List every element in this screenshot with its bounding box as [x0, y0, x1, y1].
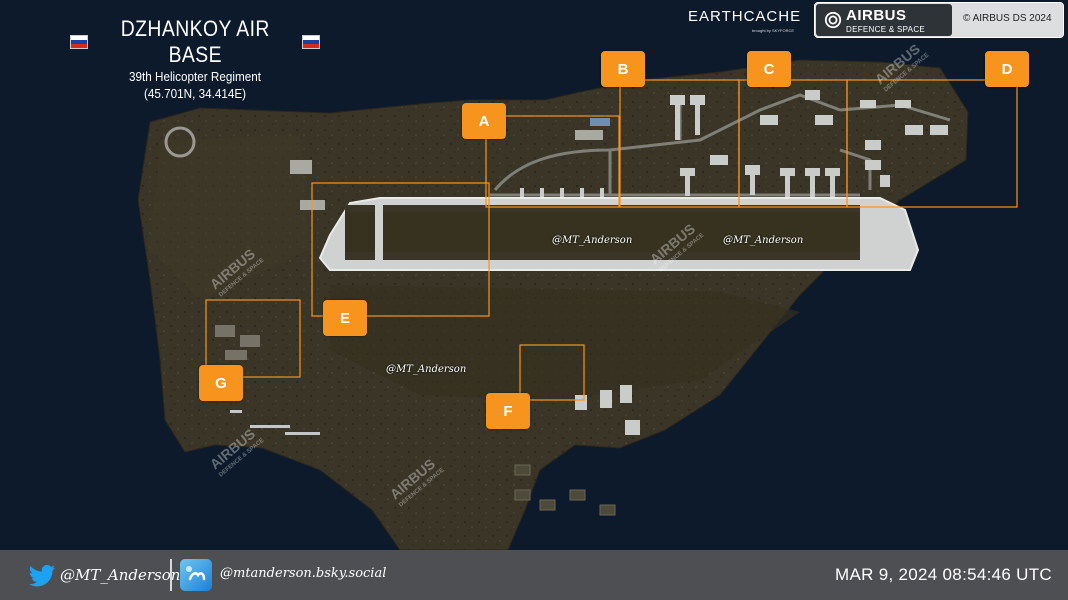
- frame-e: [311, 182, 490, 317]
- label-c: C: [747, 51, 791, 87]
- airbus-logo: AIRBUS DEFENCE & SPACE: [816, 4, 952, 36]
- satellite-image: AIRBUS DEFENCE & SPACE AIRBUS DEFENCE & …: [70, 2, 1064, 550]
- earthcache-tagline: brought by SKYFORCE: [752, 28, 795, 33]
- earthcache-logo: EARTHCACHE brought by SKYFORCE: [688, 8, 802, 33]
- bluesky-icon: [180, 559, 212, 591]
- map-subtitle: 39th Helicopter Regiment: [128, 69, 262, 84]
- map-coordinates: (45.701N, 34.414E): [143, 86, 247, 101]
- capture-timestamp: MAR 9, 2024 08:54:46 UTC: [835, 565, 1052, 584]
- earthcache-name: EARTHCACHE: [688, 8, 802, 25]
- label-a: A: [462, 103, 506, 139]
- frame-g: [205, 299, 301, 378]
- vehicle-cluster: [230, 410, 320, 435]
- handle-watermark: @MT_Anderson: [723, 235, 804, 246]
- handle-watermark: @MT_Anderson: [386, 364, 467, 375]
- frame-f: [519, 344, 585, 401]
- bluesky-handle[interactable]: @mtanderson.bsky.social: [220, 566, 387, 581]
- footer-divider: [170, 559, 172, 591]
- copyright-text: © AIRBUS DS 2024: [963, 13, 1052, 24]
- twitter-handle[interactable]: @MT_Anderson: [60, 566, 181, 584]
- label-g: G: [199, 365, 243, 401]
- terrain-patch: [330, 285, 800, 400]
- map-title-block: DZHANKOY AIR BASE 39th Helicopter Regime…: [70, 16, 320, 102]
- revetments: [514, 464, 616, 516]
- airbus-swirl-icon: [824, 11, 842, 29]
- label-f: F: [486, 393, 530, 429]
- frame-d: [846, 79, 1018, 208]
- compound-g: [215, 325, 260, 360]
- airbus-subtitle: DEFENCE & SPACE: [846, 25, 926, 34]
- airbus-credit-box: AIRBUS DEFENCE & SPACE © AIRBUS DS 2024: [814, 2, 1064, 38]
- annotation-frames: [205, 79, 1018, 401]
- frame-a: [485, 115, 620, 208]
- russian-flag-icon: [70, 35, 88, 49]
- airbase-map: AIRBUS DEFENCE & SPACE AIRBUS DEFENCE & …: [137, 41, 1018, 550]
- label-e: E: [323, 300, 367, 336]
- runway-edge: [860, 205, 868, 260]
- footer-bar: @MT_Anderson @mtanderson.bsky.social MAR…: [0, 550, 1068, 600]
- runway-edge: [375, 205, 383, 260]
- label-d: D: [985, 51, 1029, 87]
- handle-watermark: @MT_Anderson: [552, 235, 633, 246]
- twitter-bird-icon: [28, 565, 56, 587]
- airbus-name: AIRBUS: [846, 7, 907, 24]
- map-title: DZHANKOY AIR BASE: [120, 16, 270, 67]
- runway-infield-lower: [345, 212, 865, 252]
- russian-flag-icon: [302, 35, 320, 49]
- label-b: B: [601, 51, 645, 87]
- terrain-patch: [150, 135, 310, 300]
